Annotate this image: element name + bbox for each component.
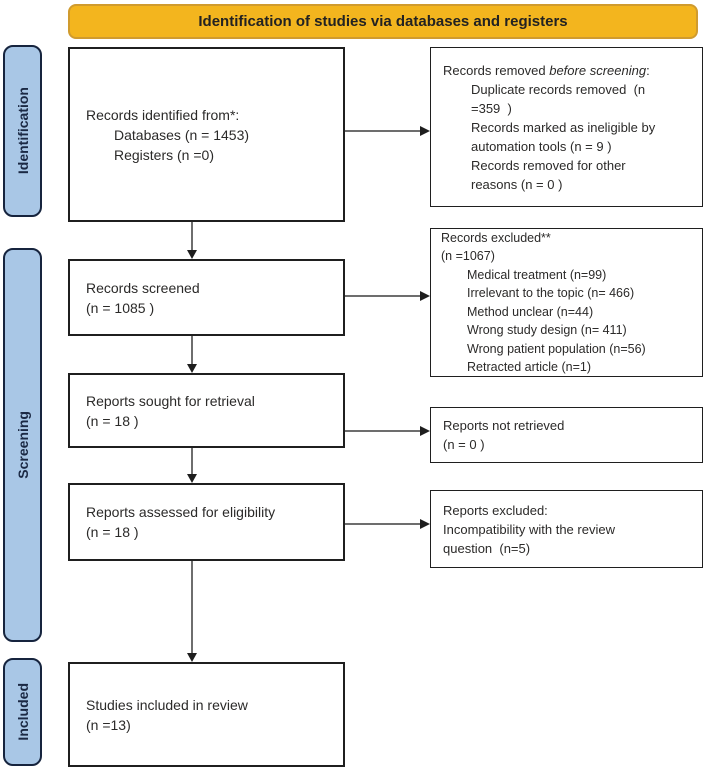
records-removed-other: Records removed for other reasons (n = 0…: [471, 157, 626, 192]
records-excluded-title: Records excluded**: [441, 230, 551, 245]
arrow-assessed-to-reports-excluded: [345, 519, 430, 529]
reports-not-retrieved-count: (n = 0 ): [443, 437, 485, 452]
box-reports-assessed: Reports assessed for eligibility (n = 18…: [68, 483, 345, 561]
records-identified-registers: Registers (n =0): [114, 146, 214, 163]
arrow-identified-to-removed: [345, 126, 430, 136]
stage-label-identification: Identification: [3, 45, 42, 217]
records-identified-title: Records identified from*:: [86, 106, 240, 123]
stage-label-screening-text: Screening: [14, 411, 31, 479]
records-excluded-design: Wrong study design (n= 411): [467, 323, 627, 337]
stage-label-screening: Screening: [3, 248, 42, 642]
records-excluded-population: Wrong patient population (n=56): [467, 341, 646, 356]
records-excluded-retracted: Retracted article (n=1): [467, 360, 592, 374]
box-reports-not-retrieved: Reports not retrieved (n = 0 ): [430, 407, 703, 463]
reports-excluded-title: Reports excluded:: [443, 502, 548, 518]
records-screened-title: Records screened: [86, 279, 200, 296]
records-removed-automation: Records marked as ineligible by automati…: [471, 119, 656, 154]
stage-label-identification-text: Identification: [14, 87, 31, 175]
records-identified-databases: Databases (n = 1453): [114, 126, 250, 143]
reports-not-retrieved-title: Reports not retrieved: [443, 418, 565, 433]
records-excluded-irrelevant: Irrelevant to the topic (n= 466): [467, 286, 635, 300]
reports-excluded-detail: Incompatibility with the review question…: [443, 521, 615, 556]
records-excluded-method: Method unclear (n=44): [467, 304, 594, 319]
reports-sought-count: (n = 18 ): [86, 412, 139, 429]
arrow-sought-to-assessed: [187, 448, 197, 483]
reports-assessed-count: (n = 18 ): [86, 524, 139, 540]
box-records-screened: Records screened (n = 1085 ): [68, 259, 345, 336]
studies-included-count: (n =13): [86, 716, 131, 733]
box-records-removed: Records removed before screening: Duplic…: [430, 47, 703, 207]
arrow-identified-to-screened: [187, 222, 197, 259]
stage-label-included-text: Included: [14, 683, 31, 741]
records-excluded-count: (n =1067): [441, 249, 495, 263]
records-removed-title-pre: Records removed: [443, 62, 550, 78]
box-reports-excluded: Reports excluded: Incompatibility with t…: [430, 490, 703, 568]
box-records-excluded: Records excluded** (n =1067) Medical tre…: [430, 228, 703, 377]
records-removed-title: Records removed before screening:: [443, 61, 694, 80]
records-excluded-medical: Medical treatment (n=99): [467, 267, 607, 282]
records-removed-duplicates: Duplicate records removed (n =359 ): [471, 81, 646, 116]
arrow-screened-to-sought: [187, 336, 197, 373]
stage-label-included: Included: [3, 658, 42, 766]
records-screened-count: (n = 1085 ): [86, 299, 155, 316]
box-records-identified: Records identified from*: Databases (n =…: [68, 47, 345, 222]
arrow-sought-to-not-retrieved: [345, 426, 430, 436]
arrow-screened-to-excluded: [345, 291, 430, 301]
records-removed-title-post: :: [646, 62, 650, 78]
arrow-assessed-to-included: [187, 561, 197, 662]
reports-sought-title: Reports sought for retrieval: [86, 392, 255, 409]
box-studies-included: Studies included in review (n =13): [68, 662, 345, 767]
studies-included-title: Studies included in review: [86, 696, 248, 713]
records-removed-title-italic: before screening: [549, 62, 647, 78]
reports-assessed-title: Reports assessed for eligibility: [86, 504, 276, 520]
banner-title: Identification of studies via databases …: [198, 13, 568, 30]
box-reports-sought: Reports sought for retrieval (n = 18 ): [68, 373, 345, 448]
banner: Identification of studies via databases …: [68, 4, 698, 39]
